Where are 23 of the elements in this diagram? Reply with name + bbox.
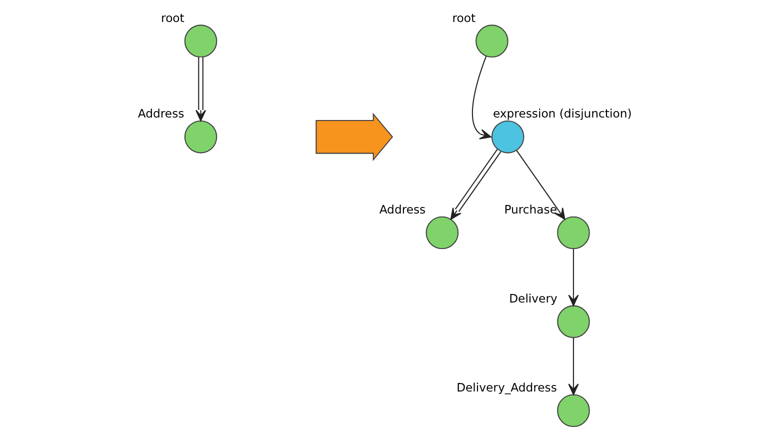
node-circle — [475, 24, 508, 58]
node-circle — [556, 394, 590, 428]
arrow — [471, 56, 491, 140]
node-label: expression (disjunction) — [492, 106, 632, 121]
node-label: Purchase — [504, 202, 556, 216]
node-circle — [490, 120, 524, 154]
arrow — [450, 149, 501, 220]
node-label: root — [160, 10, 184, 25]
node-label: Address — [378, 202, 426, 216]
node-label: Delivery_Address — [456, 380, 556, 394]
node-circle — [556, 216, 590, 250]
node-label: Delivery — [508, 291, 557, 306]
node-circle — [184, 120, 217, 154]
node-label: Address — [137, 106, 184, 121]
node-label: root — [452, 10, 476, 25]
node-arrow — [315, 112, 393, 162]
node-circle — [184, 24, 217, 58]
arrow — [568, 338, 578, 396]
arrow — [516, 150, 565, 220]
node-circle — [556, 305, 590, 338]
node-circle — [425, 216, 458, 250]
arrow — [194, 57, 206, 122]
arrow — [568, 248, 578, 306]
